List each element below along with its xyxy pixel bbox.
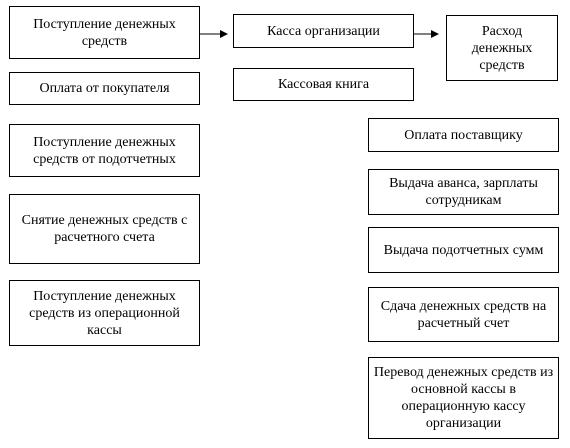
transfer-to-operational-label: Перевод денежных средств из основной кас… [373,365,554,431]
cash-office-label: Касса организации [267,23,380,39]
from-buyer-label: Оплата от покупателя [39,81,170,96]
receipt-box: Поступление денежных средств [9,6,200,59]
transfer-to-operational-box: Перевод денежных средств из основной кас… [368,357,559,439]
to-supplier-box: Оплата поставщику [368,118,559,152]
expense-label: Расход денежных средств [471,23,533,73]
from-accountable-label: Поступление денежных средств от подотчет… [33,134,176,167]
from-buyer-box: Оплата от покупателя [9,72,200,105]
withdrawal-box: Снятие денежных средств с расчетного сче… [9,194,200,264]
withdrawal-label: Снятие денежных средств с расчетного сче… [21,213,188,245]
advance-salary-label: Выдача аванса, зарплаты сотрудникам [389,176,538,208]
expense-box: Расход денежных средств [446,15,558,81]
from-operational-box: Поступление денежных средств из операцио… [9,280,200,346]
deposit-to-account-box: Сдача денежных средств на расчетный счет [368,287,559,342]
cash-book-box: Кассовая книга [233,68,414,101]
accountable-sums-label: Выдача подотчетных сумм [383,242,544,258]
from-operational-label: Поступление денежных средств из операцио… [29,288,180,338]
cash-office-box: Касса организации [233,14,414,48]
advance-salary-box: Выдача аванса, зарплаты сотрудникам [368,169,559,215]
deposit-to-account-label: Сдача денежных средств на расчетный счет [380,298,547,331]
accountable-sums-box: Выдача подотчетных сумм [368,227,559,273]
receipt-label: Поступление денежных средств [33,16,176,49]
cash-book-label: Кассовая книга [277,77,370,92]
from-accountable-box: Поступление денежных средств от подотчет… [9,124,200,177]
to-supplier-label: Оплата поставщику [404,127,523,143]
